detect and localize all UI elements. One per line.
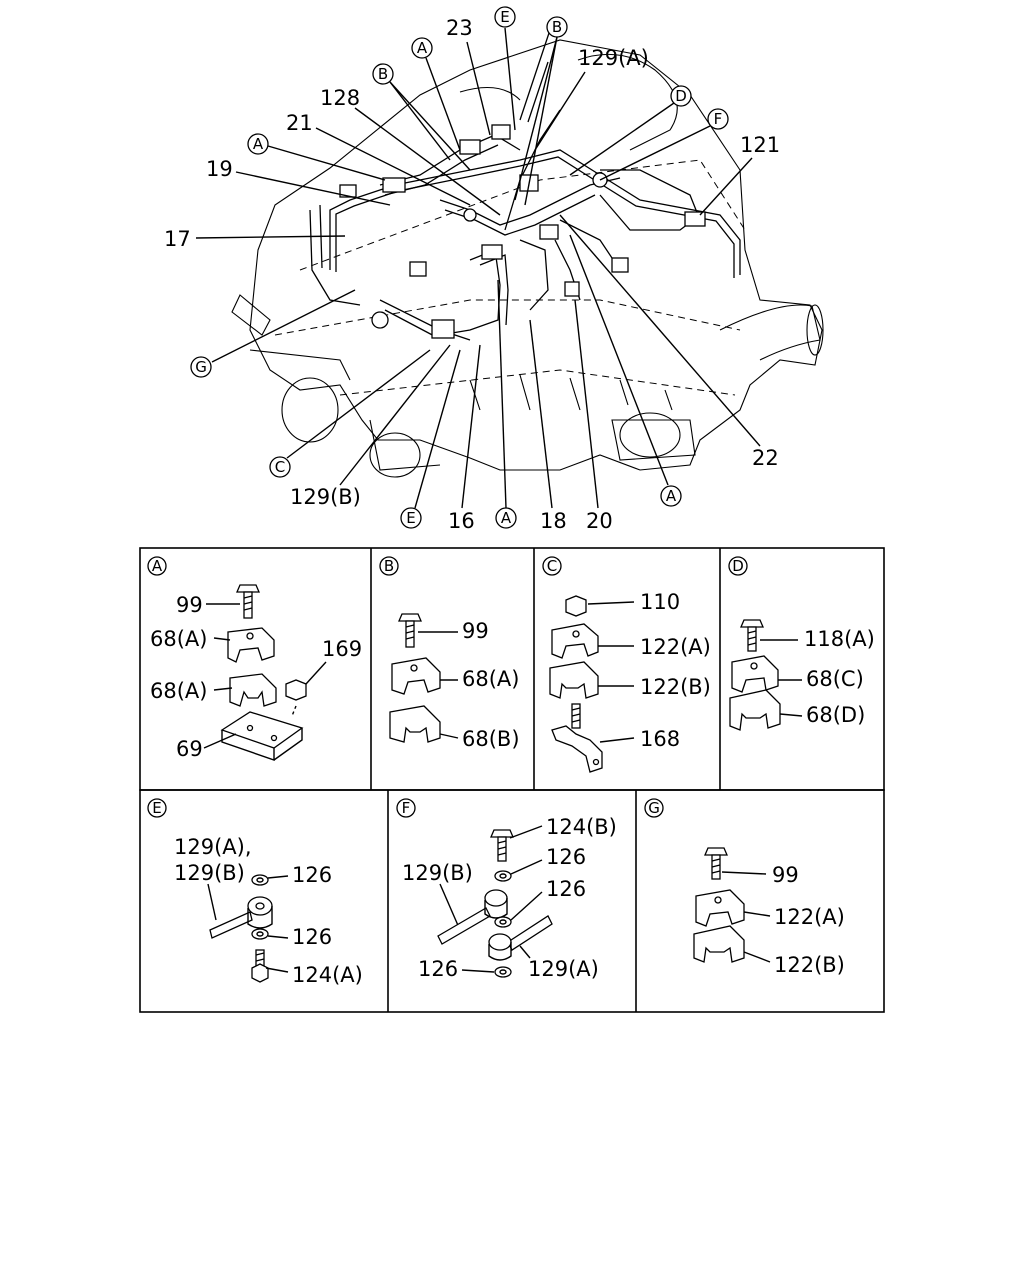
svg-text:A: A [501, 509, 512, 527]
detail-box-e: E 129(A), 129(B) 126 126 124(A) [147, 798, 363, 987]
box-c-110: 110 [640, 590, 680, 614]
svg-text:G: G [195, 358, 207, 376]
callout-c-bot: C [269, 349, 431, 478]
box-f-126b: 126 [546, 877, 586, 901]
svg-text:F: F [714, 110, 723, 128]
label-19: 19 [206, 157, 233, 181]
svg-text:G: G [648, 799, 660, 817]
box-a-68a-1: 68(A) [150, 627, 207, 651]
box-a-99: 99 [176, 593, 203, 617]
bolt-icon [236, 584, 260, 619]
box-g-122a: 122(A) [774, 905, 845, 929]
svg-text:B: B [378, 65, 388, 83]
label-16: 16 [448, 509, 475, 533]
callout-a-bot1: A [495, 279, 517, 529]
svg-text:B: B [384, 557, 394, 575]
box-e-129b: 129(B) [174, 861, 245, 885]
callout-a-top1: A [411, 37, 461, 151]
label-22: 22 [752, 446, 779, 470]
svg-text:E: E [500, 8, 509, 26]
svg-text:A: A [152, 557, 163, 575]
detail-box-d: D 118(A) 68(C) 68(D) [728, 556, 875, 731]
svg-text:D: D [732, 557, 744, 575]
label-23: 23 [446, 16, 473, 40]
bolt-icon [490, 829, 514, 862]
label-18: 18 [540, 509, 567, 533]
callout-e-bot: E [400, 349, 461, 529]
label-129b-bot: 129(B) [290, 485, 361, 509]
box-c-122b: 122(B) [640, 675, 711, 699]
box-a-69: 69 [176, 737, 203, 761]
svg-text:A: A [253, 135, 264, 153]
label-128: 128 [320, 86, 360, 110]
detail-box-g: G 99 122(A) 122(B) [644, 798, 845, 977]
box-f-129b: 129(B) [402, 861, 473, 885]
fuel-pipes [309, 29, 741, 341]
detail-box-f: F 124(B) 126 129(B) 126 129(A) 126 [396, 798, 617, 981]
svg-text:F: F [402, 799, 411, 817]
label-21: 21 [286, 111, 313, 135]
callout-a-bot2: A [569, 234, 682, 507]
callout-b-top2: B [372, 63, 471, 171]
callout-e-top: E [494, 6, 516, 131]
callout-d-top: D [569, 85, 692, 176]
bolt-icon [251, 949, 269, 983]
callout-g-left: G [190, 289, 356, 378]
box-g-122b: 122(B) [774, 953, 845, 977]
box-c-168: 168 [640, 727, 680, 751]
box-d-118a: 118(A) [804, 627, 875, 651]
box-b-68b: 68(B) [462, 727, 520, 751]
svg-text:D: D [675, 87, 687, 105]
box-g-99: 99 [772, 863, 799, 887]
label-121: 121 [740, 133, 780, 157]
box-f-126a: 126 [546, 845, 586, 869]
detail-box-c: C 110 122(A) 122(B) 168 [542, 556, 711, 773]
box-d-68d: 68(D) [806, 703, 865, 727]
bolt-icon [704, 847, 728, 880]
label-129a-top: 129(A) [578, 46, 649, 70]
box-e-124a: 124(A) [292, 963, 363, 987]
callout-f-top: F [599, 108, 729, 181]
label-17: 17 [164, 227, 191, 251]
box-a-68a-2: 68(A) [150, 679, 207, 703]
box-b-99: 99 [462, 619, 489, 643]
detail-grid [139, 547, 885, 1013]
svg-text:C: C [275, 458, 285, 476]
stud-icon [571, 703, 581, 729]
svg-text:B: B [552, 18, 562, 36]
box-b-68a: 68(A) [462, 667, 519, 691]
label-20: 20 [586, 509, 613, 533]
box-d-68c: 68(C) [806, 667, 864, 691]
box-e-126a: 126 [292, 863, 332, 887]
callout-b-top: B [514, 16, 568, 206]
svg-text:A: A [666, 487, 677, 505]
svg-text:E: E [406, 509, 415, 527]
box-f-126c: 126 [418, 957, 458, 981]
bolt-icon [398, 613, 422, 648]
box-e-126b: 126 [292, 925, 332, 949]
box-c-122a: 122(A) [640, 635, 711, 659]
box-e-129a: 129(A), [174, 835, 252, 859]
svg-text:E: E [152, 799, 161, 817]
svg-text:A: A [417, 39, 428, 57]
bolt-icon [740, 619, 764, 652]
box-a-169: 169 [322, 637, 362, 661]
detail-box-b: B 99 68(A) 68(B) [379, 556, 520, 751]
detail-box-a: A 99 68(A) 68(A) 169 69 [147, 556, 362, 761]
box-f-124b: 124(B) [546, 815, 617, 839]
top-labels: 23 129(A) 128 21 19 17 121 22 129(B) 16 … [164, 6, 780, 533]
box-f-129a: 129(A) [528, 957, 599, 981]
svg-text:C: C [547, 557, 557, 575]
callout-a-left: A [247, 133, 386, 181]
